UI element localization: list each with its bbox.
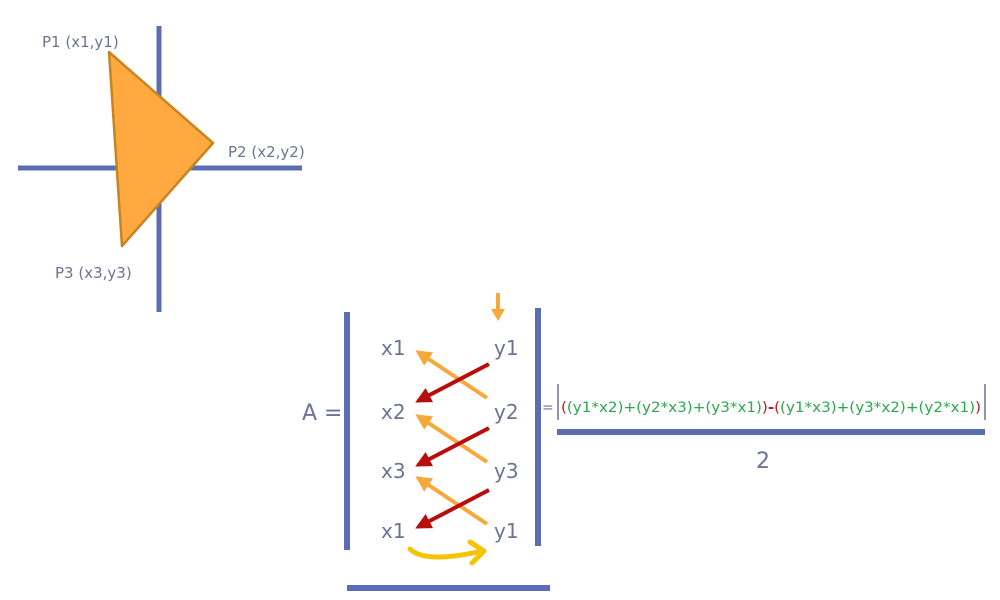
formula-first-group: (y1*x2)+(y2*x3)+(y3*x1) (567, 400, 762, 416)
formula-second-close: ) (975, 400, 981, 416)
orange-arrow-1 (415, 350, 489, 400)
curved-arrow-icon (407, 539, 487, 566)
orange-arrow-2 (415, 414, 489, 464)
matrix-y-3: y3 (494, 459, 519, 483)
matrix-y-1: y1 (494, 336, 519, 360)
red-arrow-3 (415, 488, 490, 529)
triangle (107, 50, 215, 248)
denominator: 2 (756, 449, 770, 474)
point-p1-label: P1 (x1,y1) (42, 33, 119, 51)
down-arrow-icon (491, 293, 505, 321)
matrix-x-2: x2 (381, 400, 406, 424)
matrix-x-3: x3 (381, 459, 406, 483)
point-p2-label: P2 (x2,y2) (228, 143, 305, 161)
formula-second-open: ( (774, 400, 780, 416)
orange-arrow-3 (415, 476, 489, 526)
matrix-y-4: y1 (494, 519, 519, 543)
formula-open-paren: ( (561, 400, 567, 416)
matrix-y-2: y2 (494, 400, 519, 424)
equals-sign: = (542, 400, 554, 416)
matrix-x-1: x1 (381, 336, 406, 360)
matrix-x-4: x1 (381, 519, 406, 543)
formula-numerator: ((y1*x2)+(y2*x3)+(y3*x1))-((y1*x3)+(y3*x… (561, 400, 981, 416)
point-p3-label: P3 (x3,y3) (55, 264, 132, 282)
formula-first-close: ) (762, 400, 768, 416)
red-arrow-2 (415, 426, 490, 467)
area-label: A = (302, 401, 342, 426)
red-arrow-1 (415, 362, 490, 403)
formula-minus: - (768, 400, 774, 416)
formula-second-group: (y1*x3)+(y3*x2)+(y2*x1) (780, 400, 975, 416)
